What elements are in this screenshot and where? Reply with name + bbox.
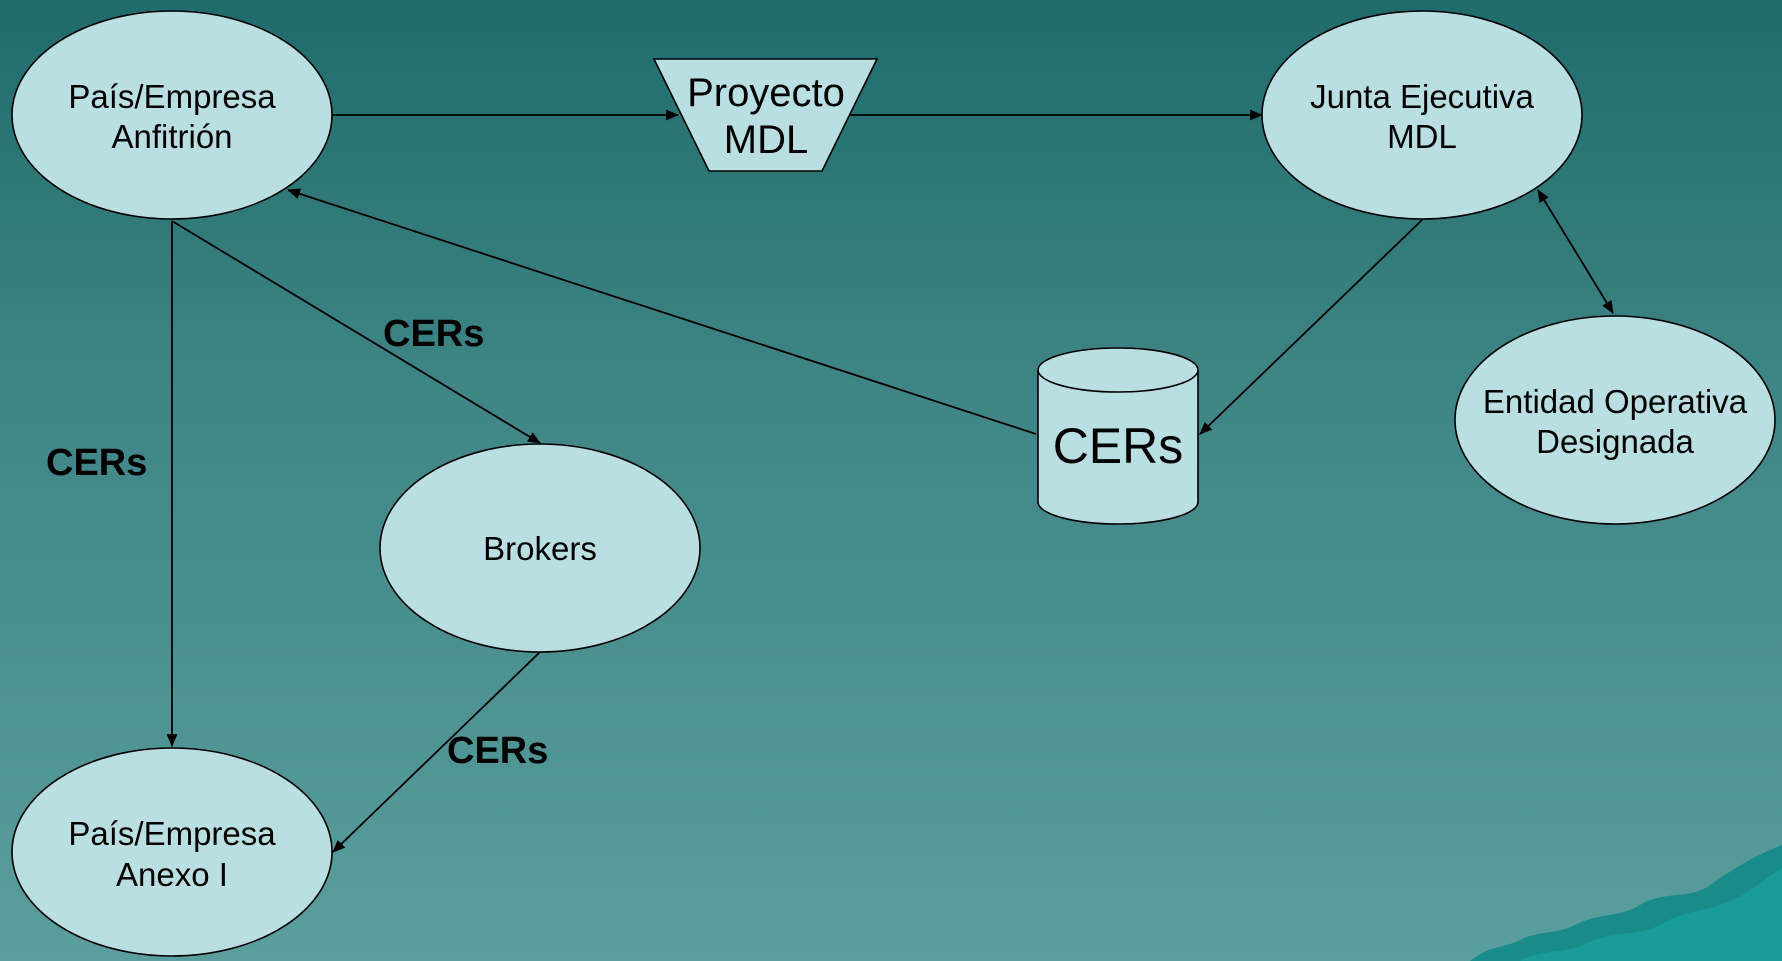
node-annex-country-line1: País/Empresa (68, 815, 276, 852)
node-cdm-project (652, 58, 879, 172)
node-cdm-project-line1: Proyecto (687, 71, 845, 115)
edge-label-host-to-annex: CERs (46, 442, 147, 484)
node-executive-board (1261, 10, 1583, 220)
edge-label-brokers-to-annex: CERs (447, 730, 548, 772)
decorative-wave-highlight (1520, 868, 1782, 961)
node-designated-operational-entity (1454, 315, 1776, 525)
node-doe-line1: Entidad Operativa (1483, 383, 1748, 420)
node-brokers (379, 443, 701, 653)
edge-board-to-cers (1199, 219, 1423, 435)
edge-host-to-brokers (171, 220, 541, 444)
node-host-country-line1: País/Empresa (68, 78, 276, 115)
node-brokers-label: Brokers (483, 530, 597, 567)
edge-cers-to-host (286, 188, 1037, 435)
node-annex-country (11, 747, 333, 957)
cers-cylinder-label: CERs (1053, 418, 1184, 474)
cers-cylinder-body (1037, 370, 1199, 525)
edge-board-doe-bidirectional (1537, 189, 1614, 314)
node-host-country (11, 10, 333, 220)
node-cers-storage: CERs (1037, 347, 1199, 525)
node-host-country-line2: Anfitrión (111, 118, 232, 155)
node-executive-board-line1: Junta Ejecutiva (1310, 78, 1534, 115)
node-cdm-project-line2: MDL (724, 118, 808, 162)
node-doe-line2: Designada (1536, 423, 1694, 460)
node-executive-board-line2: MDL (1387, 118, 1457, 155)
cers-cylinder-top (1037, 347, 1199, 393)
node-annex-country-line2: Anexo I (116, 856, 228, 893)
edge-label-host-to-brokers: CERs (383, 313, 484, 355)
edge-brokers-to-annex (332, 651, 541, 853)
